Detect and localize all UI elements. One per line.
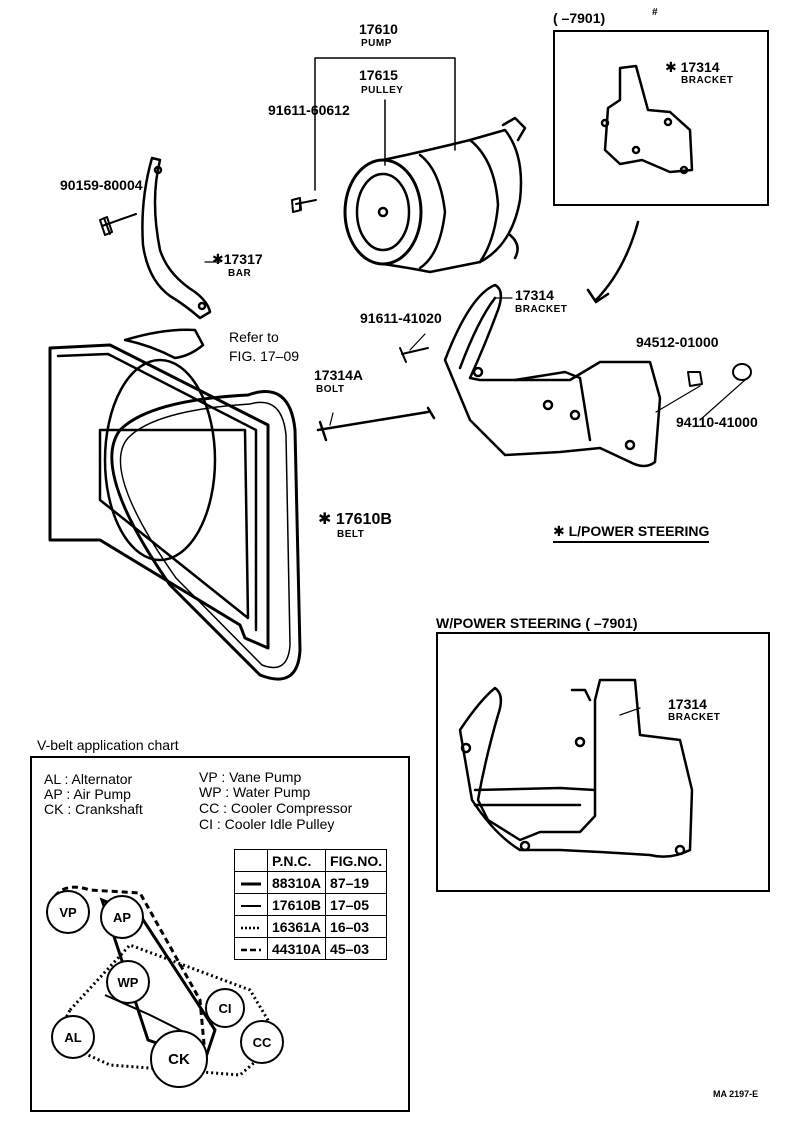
table-row: 16361A 16–03 xyxy=(234,915,388,938)
bar-drawing xyxy=(141,156,212,320)
fan-shroud-drawing xyxy=(48,343,270,650)
legend-vp: VP : Vane Pump xyxy=(199,769,302,785)
pulley-ap: AP xyxy=(100,895,144,939)
bar-pnc: ✱17317 xyxy=(212,251,263,267)
pulley-name: PULLEY xyxy=(361,85,404,96)
legend-ck: CK : Crankshaft xyxy=(44,801,143,817)
pump-name: PUMP xyxy=(361,38,392,49)
solid-line-symbol xyxy=(241,882,261,885)
legend-al: AL : Alternator xyxy=(44,771,133,787)
refer-text: Refer to xyxy=(229,329,279,345)
nut-b-pnc: 94110-41000 xyxy=(676,414,758,430)
pulley-vp: VP xyxy=(46,890,90,934)
inset-bracket-pnc: ✱ 17314 xyxy=(665,59,720,75)
pnc-table-header: P.N.C. FIG.NO. xyxy=(234,849,388,872)
bolt-a-pnc: 91611-60612 xyxy=(268,102,350,118)
legend-ap: AP : Air Pump xyxy=(44,786,131,802)
wps-bracket-drawing xyxy=(458,678,694,858)
nut-a-pnc: 94512-01000 xyxy=(636,334,719,350)
pump-pnc: 17610 xyxy=(359,21,398,37)
pump-drawing xyxy=(343,116,527,274)
table-row: 17610B 17–05 xyxy=(234,893,388,916)
legend-ci: CI : Cooler Idle Pulley xyxy=(199,816,335,832)
thin-line-symbol xyxy=(241,904,261,907)
pulley-pnc: 17615 xyxy=(359,67,398,83)
wps-bracket-name: BRACKET xyxy=(668,712,721,723)
bracket-drawing xyxy=(443,283,662,468)
dashed-line-symbol xyxy=(241,948,261,951)
belt-pnc: ✱ 17610B xyxy=(318,511,392,528)
wps-bracket-pnc: 17314 xyxy=(668,696,707,712)
inset-bracket-drawing xyxy=(600,64,694,175)
pulley-wp: WP xyxy=(106,960,150,1004)
table-row: 44310A 45–03 xyxy=(234,937,388,960)
pnc-header: P.N.C. xyxy=(266,849,327,872)
bolt-c-pnc: 91611-41020 xyxy=(360,310,442,326)
vbelt-box xyxy=(30,756,410,1112)
inset-top-box xyxy=(553,30,769,206)
legend-cc: CC : Cooler Compressor xyxy=(199,800,353,816)
legend-wp: WP : Water Pump xyxy=(199,784,311,800)
pulley-al: AL xyxy=(51,1015,95,1059)
inset-code: ( –7901) xyxy=(553,10,606,26)
wps-title: W/POWER STEERING ( –7901) xyxy=(436,615,638,631)
belt-name: BELT xyxy=(337,529,365,540)
table-row: 88310A 87–19 xyxy=(234,871,388,894)
bracket-pnc: 17314 xyxy=(515,287,554,303)
bracket-name: BRACKET xyxy=(515,304,568,315)
pnc-table: P.N.C. FIG.NO. 88310A 87–19 17610B 17–05… xyxy=(234,849,388,960)
wps-box xyxy=(436,632,770,892)
inset-bracket-name: BRACKET xyxy=(681,75,734,86)
inset-note-mark: # xyxy=(652,7,659,18)
l-power-steering-note: ✱ L/POWER STEERING xyxy=(553,524,710,543)
pulley-ci: CI xyxy=(205,988,245,1028)
vbelt-title: V-belt application chart xyxy=(37,737,179,753)
pulley-ck: CK xyxy=(150,1030,208,1088)
refer-fig: FIG. 17–09 xyxy=(229,348,300,364)
fig-header: FIG.NO. xyxy=(325,849,388,872)
bar-name: BAR xyxy=(228,268,252,279)
pulley-cc: CC xyxy=(240,1020,284,1064)
bolt-d-name: BOLT xyxy=(316,384,345,395)
footer-code: MA 2197-E xyxy=(713,1089,759,1099)
dotted-line-symbol xyxy=(241,926,261,929)
bolt-b-pnc: 90159-80004 xyxy=(60,177,143,193)
bolt-d-pnc: 17314A xyxy=(314,367,364,383)
